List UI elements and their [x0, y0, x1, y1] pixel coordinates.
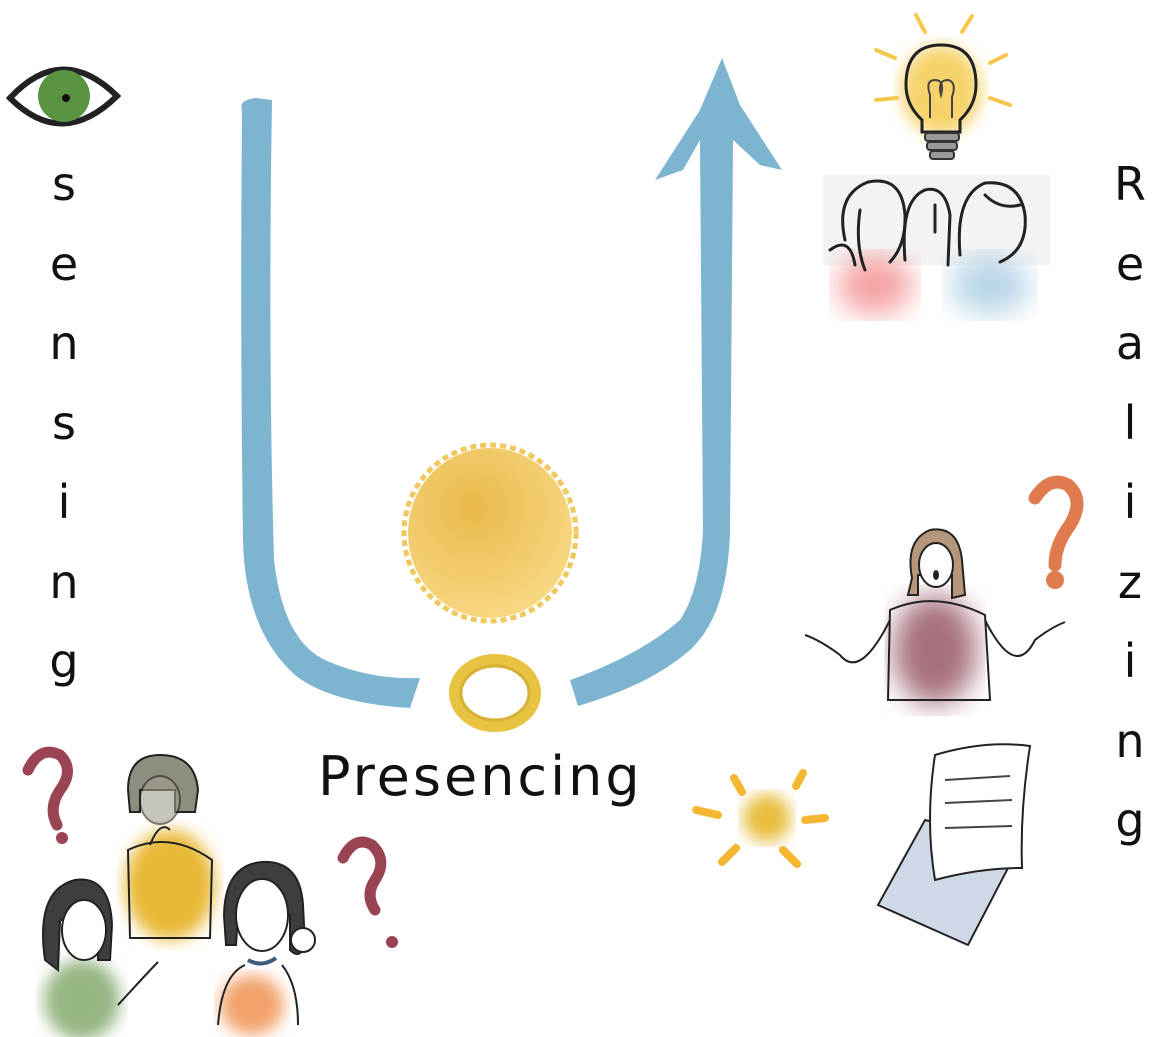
letter-4: i	[1123, 475, 1137, 529]
letter-3: l	[1123, 395, 1137, 450]
sun-blob-icon	[401, 442, 579, 624]
question-mark-icon-red-middle	[337, 836, 398, 948]
document-icon	[876, 743, 1032, 947]
presencing-ring-icon	[449, 654, 541, 732]
letter-6: g	[49, 634, 79, 688]
letter-3: s	[52, 395, 76, 450]
lightbulb-icon	[874, 13, 1012, 160]
person-dark-hair-orange-icon	[217, 860, 316, 1035]
letter-5: n	[49, 554, 79, 609]
letter-0: R	[1114, 157, 1146, 211]
letter-2: a	[1115, 316, 1145, 370]
letter-6: i	[1123, 634, 1137, 688]
letter-1: e	[49, 236, 79, 291]
question-mark-icon-orange	[1028, 475, 1084, 589]
letter-1: e	[1115, 236, 1145, 291]
u-arrow-left-branch	[241, 98, 420, 708]
letter-0: s	[52, 157, 76, 211]
person-dark-hair-green-icon	[42, 878, 159, 1037]
shrugging-person-icon	[804, 528, 1066, 705]
letter-8: g	[1115, 793, 1145, 847]
presencing-label: Presencing	[318, 745, 643, 808]
u-arrow-right-branch	[570, 58, 782, 706]
thinking-person-icon	[125, 753, 215, 940]
letter-5: z	[1117, 554, 1143, 609]
letter-4: i	[57, 475, 71, 529]
letter-7: n	[1115, 713, 1145, 768]
letter-2: n	[49, 316, 79, 370]
sun-icon	[692, 769, 829, 868]
eye-icon	[5, 66, 122, 127]
people-heads-icon	[823, 175, 1050, 315]
question-mark-icon-red-left	[22, 746, 73, 844]
